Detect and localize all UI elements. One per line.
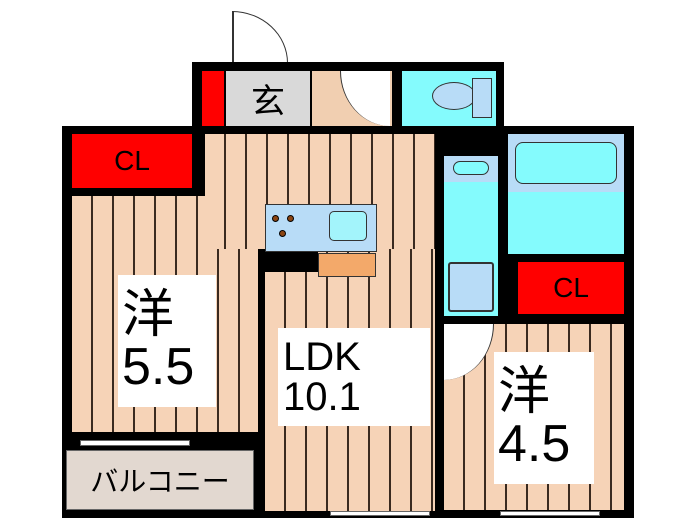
closet-left: CL	[72, 134, 192, 188]
sink-icon	[329, 211, 367, 241]
western-right-size: 4.5	[498, 415, 571, 473]
ldk-label: LDK 10.1	[278, 328, 430, 426]
window-right	[500, 511, 600, 516]
stove-burner-icon	[279, 230, 286, 237]
entrance-label: 玄	[251, 83, 285, 121]
balcony-label: バルコニー	[90, 466, 230, 497]
ldk-name: LDK	[283, 335, 361, 379]
western-right-kanji: 洋	[498, 363, 551, 421]
kitchen-counter-wood	[318, 253, 376, 277]
ldk-size: 10.1	[283, 375, 361, 419]
western-left-label: 洋 5.5	[118, 275, 216, 407]
stove-burner-icon	[272, 215, 279, 222]
western-left-size: 5.5	[122, 338, 195, 396]
toilet-bowl-icon	[432, 82, 476, 110]
kitchen-wall	[258, 252, 318, 272]
front-door-swing	[232, 11, 288, 63]
closet-right: CL	[518, 262, 624, 314]
window-balcony	[80, 440, 190, 446]
toilet-tank-icon	[472, 78, 492, 118]
entrance-genkan: 玄	[226, 71, 310, 126]
basin-bowl-icon	[453, 161, 489, 175]
washing-machine-icon	[448, 262, 494, 312]
closet-right-label: CL	[553, 272, 589, 303]
shoe-closet	[202, 71, 224, 126]
stove-burner-icon	[287, 215, 294, 222]
western-left-kanji: 洋	[122, 286, 175, 344]
window-ldk	[330, 511, 430, 516]
balcony: バルコニー	[66, 450, 254, 510]
western-right-label: 洋 4.5	[494, 352, 594, 484]
bathtub-icon	[515, 142, 617, 184]
closet-left-label: CL	[114, 145, 150, 176]
